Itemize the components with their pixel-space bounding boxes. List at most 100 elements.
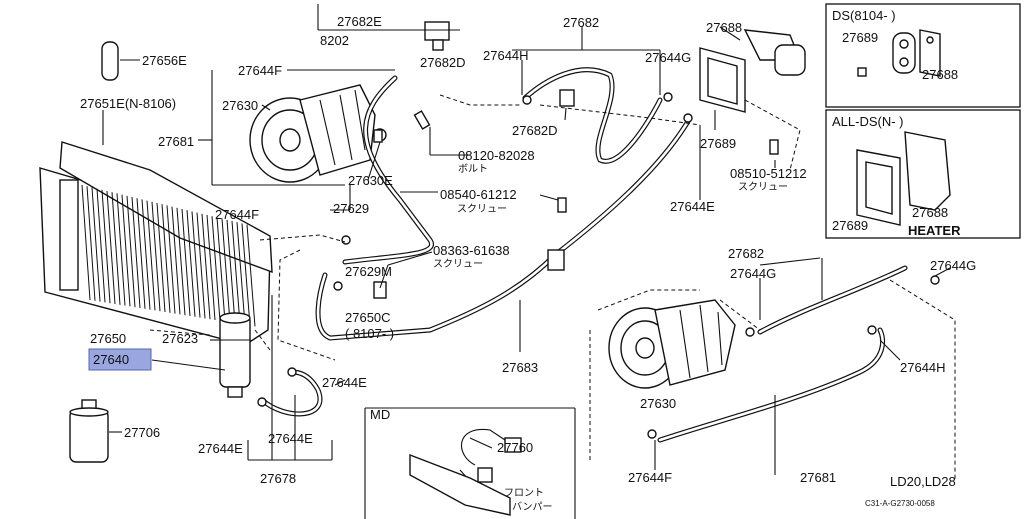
condenser-fin: [146, 200, 156, 311]
label-heater: HEATER: [908, 223, 961, 238]
label-bolt-number: 08120-82028: [458, 148, 535, 163]
label-27650: 27650: [90, 331, 126, 346]
label-screw2-number: 08363-61638: [433, 243, 510, 258]
label-screw3-number: 08510-51212: [730, 166, 807, 181]
condenser[interactable]: [39, 141, 273, 346]
condenser-fin: [211, 216, 221, 321]
inset-ds: [825, 3, 1021, 108]
condenser-fin: [166, 205, 176, 314]
label-27681-left: 27681: [158, 134, 194, 149]
label-screw1-number: 08540-61212: [440, 187, 517, 202]
label-8107: ( 8107- ): [345, 326, 394, 341]
label-27683: 27683: [502, 360, 538, 375]
condenser-fin: [216, 217, 226, 322]
label-27651E: 27651E(N-8106): [80, 96, 176, 111]
label-27682-right: 27682: [728, 246, 764, 261]
filter-27706[interactable]: [69, 399, 109, 463]
label-bumper-jp: バンパー: [512, 501, 553, 513]
condenser-fin: [231, 220, 241, 325]
label-27706: 27706: [124, 425, 160, 440]
condenser-fin: [116, 193, 126, 306]
label-27689-mid: 27689: [700, 136, 736, 151]
label-allds-title: ALL-DS(N- ): [832, 114, 904, 129]
valve-27682D[interactable]: [424, 21, 575, 107]
label-27644E-right: 27644E: [670, 199, 715, 214]
label-27640: 27640: [93, 352, 129, 367]
label-27630-top: 27630: [222, 98, 258, 113]
label-27644F-mid: 27644F: [215, 207, 259, 222]
condenser-fin: [236, 222, 246, 325]
o-rings: [257, 92, 940, 439]
label-engine-models: LD20,LD28: [890, 474, 956, 489]
label-27629: 27629: [333, 201, 369, 216]
label-ds-27689: 27689: [842, 30, 878, 45]
compressor-right[interactable]: [608, 299, 736, 389]
condenser-fin: [191, 211, 201, 318]
receiver-drier[interactable]: [219, 312, 251, 398]
label-27630E: 27630E: [348, 173, 393, 188]
condenser-fin: [141, 199, 151, 310]
label-allds-27688: 27688: [912, 205, 948, 220]
label-8202: 8202: [320, 33, 349, 48]
condenser-fin: [101, 189, 111, 304]
condenser-fin: [246, 224, 256, 327]
label-27644F-bottom: 27644F: [628, 470, 672, 485]
label-27644E-mid: 27644E: [268, 431, 313, 446]
hoses[interactable]: [259, 67, 908, 443]
condenser-fin: [151, 201, 161, 312]
label-27644E-lower: 27644E: [322, 375, 367, 390]
label-27629M: 27629M: [345, 264, 392, 279]
label-27678: 27678: [260, 471, 296, 486]
label-27760: 27760: [497, 440, 533, 455]
label-bolt-jp: ボルト: [458, 163, 488, 175]
condenser-fin: [186, 210, 196, 317]
label-27623: 27623: [162, 331, 198, 346]
condenser-fin: [91, 187, 101, 302]
part-27656E-cap[interactable]: [101, 41, 119, 81]
inset-all-ds: [825, 109, 1021, 239]
screws[interactable]: [373, 110, 779, 299]
label-27630-right: 27630: [640, 396, 676, 411]
label-27688-top: 27688: [706, 20, 742, 35]
condenser-fin: [131, 196, 141, 309]
label-screw2-jp: スクリュー: [433, 258, 483, 270]
condenser-fin: [121, 194, 131, 307]
label-27644H-top: 27644H: [483, 48, 529, 63]
label-27656E: 27656E: [142, 53, 187, 68]
condenser-fin: [126, 195, 136, 308]
label-ds-title: DS(8104- ): [832, 8, 896, 23]
leader-lines: [102, 26, 956, 491]
condenser-fin: [206, 214, 216, 321]
label-27644G-far: 27644G: [930, 258, 976, 273]
label-27681-bottom: 27681: [800, 470, 836, 485]
highlight-27640: [88, 348, 152, 371]
condenser-fin: [111, 192, 121, 305]
condenser-fin: [156, 202, 166, 313]
condenser-fin: [161, 204, 171, 313]
label-27682D-top: 27682D: [420, 55, 466, 70]
labels: 27682E 27682D 8202 27656E 27644F 27651E(…: [80, 8, 976, 513]
label-27682D-mid: 27682D: [512, 123, 558, 138]
condenser-fin: [176, 207, 186, 316]
label-27682-top: 27682: [563, 15, 599, 30]
label-27644G-right: 27644G: [730, 266, 776, 281]
condenser-fin: [81, 184, 91, 301]
condenser-fin: [221, 218, 231, 323]
label-front-jp: フロント: [504, 488, 544, 499]
condenser-fin: [86, 186, 96, 301]
condenser-fin: [226, 219, 236, 324]
condenser-fin: [241, 223, 251, 326]
label-screw3-jp: スクリュー: [738, 181, 788, 193]
condenser-fin: [106, 190, 116, 305]
label-27644H-right: 27644H: [900, 360, 946, 375]
label-md: MD: [370, 407, 390, 422]
grommet-27688[interactable]: [699, 29, 806, 113]
label-27682E: 27682E: [337, 14, 382, 29]
label-27650C: 27650C: [345, 310, 391, 325]
label-screw1-jp: スクリュー: [457, 203, 507, 215]
label-drawing-code: C31-A-G2730-0058: [865, 499, 935, 508]
label-ds-27688: 27688: [922, 67, 958, 82]
label-27644G-top: 27644G: [645, 50, 691, 65]
md-harness[interactable]: [364, 407, 576, 519]
